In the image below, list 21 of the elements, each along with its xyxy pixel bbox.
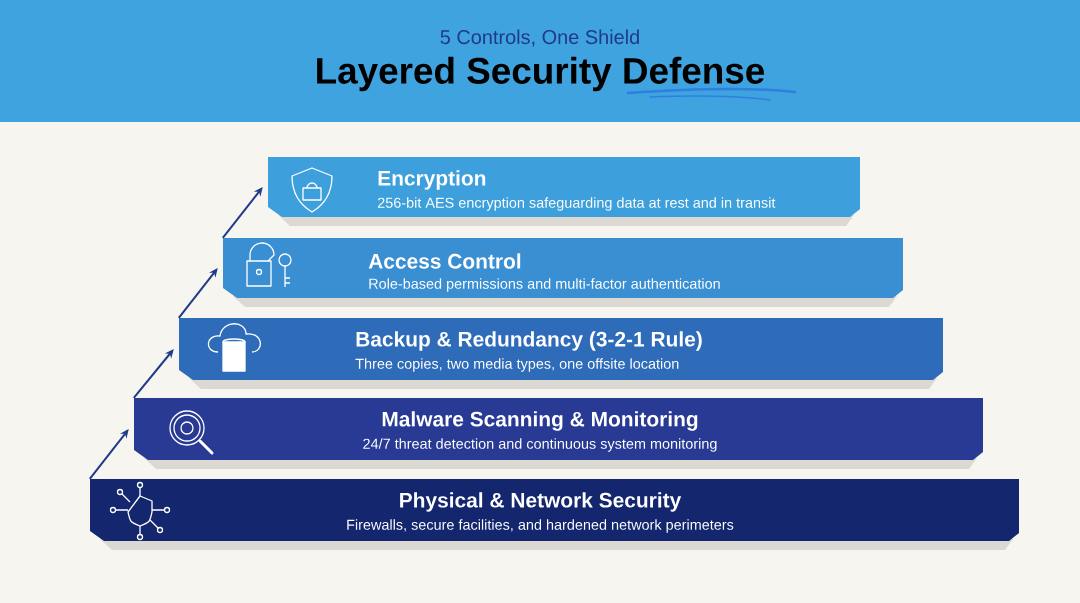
layer-description: 256-bit AES encryption safeguarding data at rest and in transit [377, 197, 776, 211]
layer-heading: Malware Scanning & Monitoring [382, 411, 698, 431]
layer-band [268, 157, 860, 226]
subtitle: 5 Controls, One Shield [440, 29, 639, 47]
layer-band [179, 318, 943, 389]
layer-heading: Backup & Redundancy (3-2-1 Rule) [356, 331, 702, 351]
layer-band [134, 398, 983, 469]
arrow [88, 429, 129, 480]
layer-description: 24/7 threat detection and continuous system monitoring [363, 438, 717, 452]
arrow [132, 349, 174, 399]
layer-description: Firewalls, secure facilities, and hardened network perimeters [347, 519, 734, 533]
layer-band [223, 238, 903, 307]
arrow [177, 268, 218, 319]
layer-heading: Encryption [378, 170, 486, 190]
layer-description: Three copies, two media types, one offsite location [355, 358, 679, 372]
layer-description: Role-based permissions and multi-factor authentication [369, 278, 720, 292]
title: Layered Security Defense [317, 56, 765, 92]
layer-heading: Physical & Network Security [400, 492, 682, 512]
arrow [221, 187, 263, 239]
layer-band [90, 479, 1019, 550]
layer-heading: Access Control [368, 253, 521, 269]
